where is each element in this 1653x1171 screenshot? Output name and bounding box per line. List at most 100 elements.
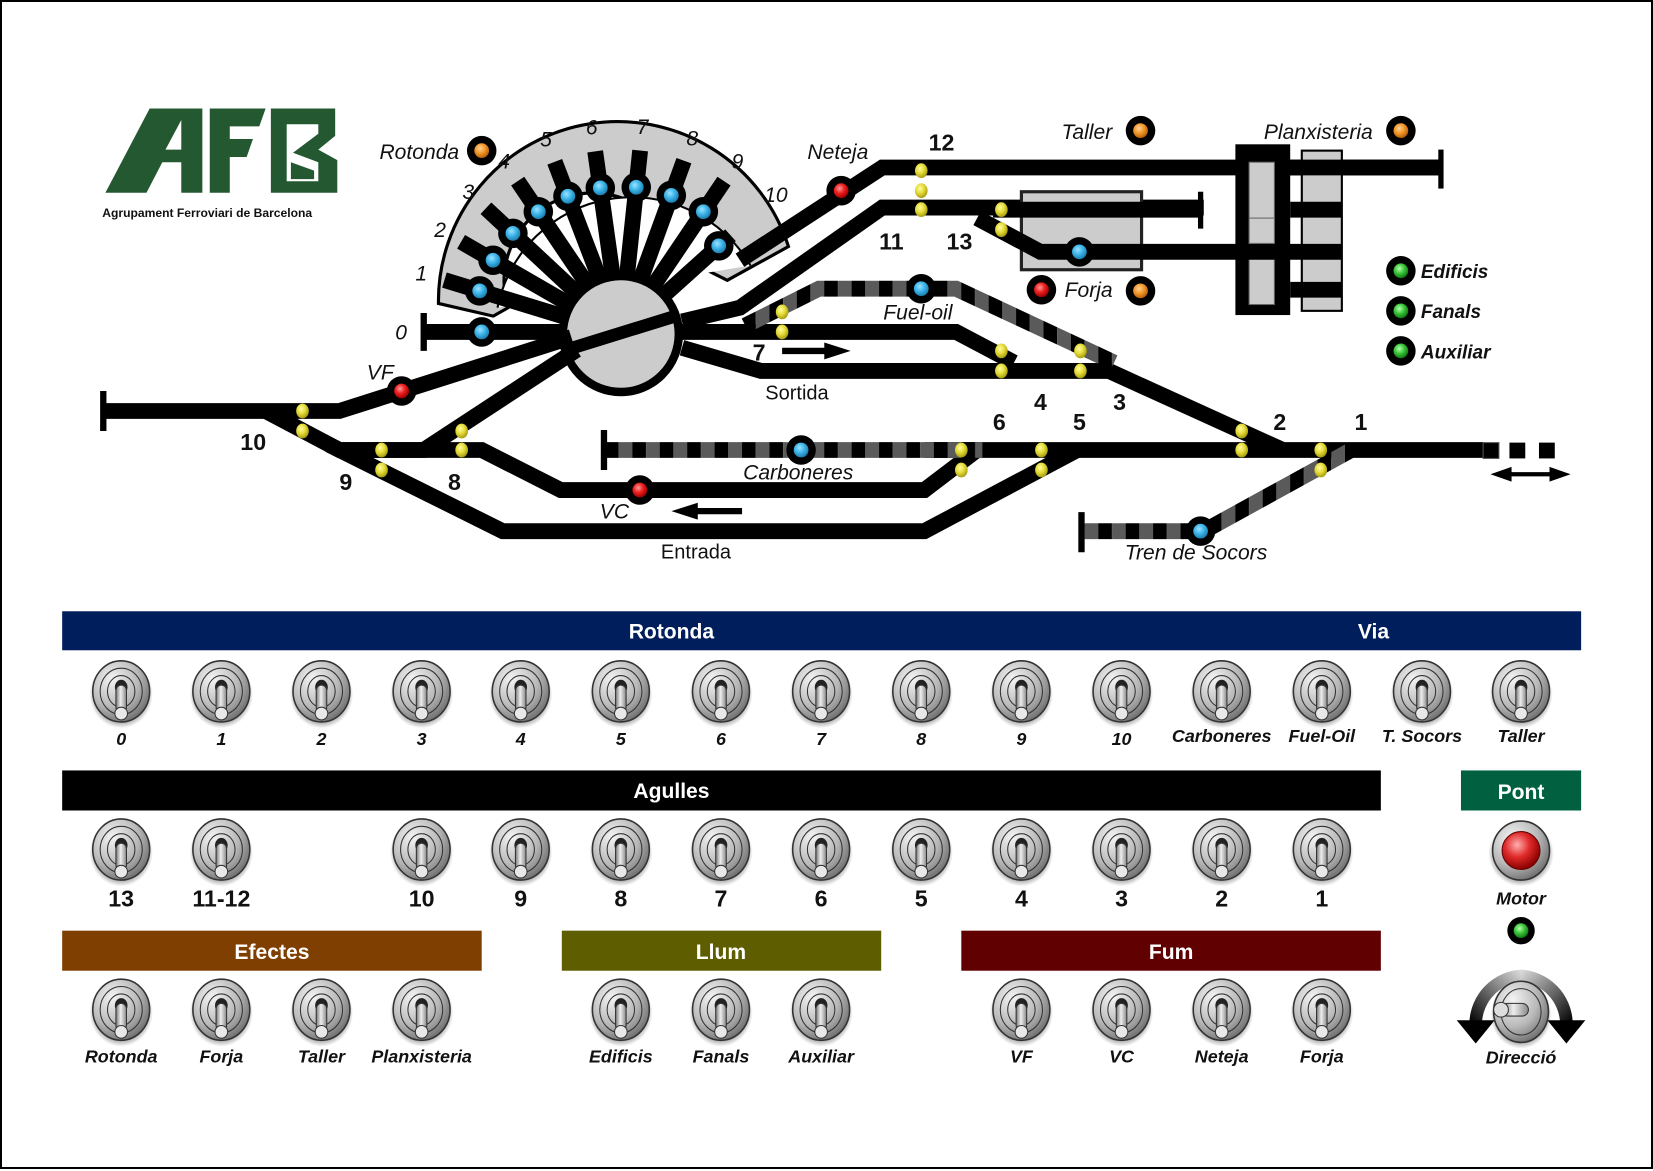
roundhouse-track-number-2: 2 bbox=[433, 219, 446, 242]
legend-edificis: Edificis bbox=[1421, 262, 1488, 283]
efectes-switch-forja[interactable] bbox=[189, 978, 253, 1047]
efectes-switch-rotonda-label: Rotonda bbox=[85, 1046, 158, 1066]
smoke-light-forja bbox=[1026, 275, 1057, 305]
agulles-switch-2[interactable] bbox=[1190, 818, 1254, 887]
label-switch-10: 10 bbox=[240, 429, 266, 455]
switch-light-20 bbox=[914, 163, 928, 179]
agulles-switch-5[interactable] bbox=[889, 818, 953, 887]
llum-bar bbox=[561, 930, 882, 971]
spoke-light-7 bbox=[628, 179, 644, 195]
llum-switch-fanals[interactable] bbox=[689, 978, 753, 1047]
label-track-7: 7 bbox=[753, 339, 766, 365]
efectes-bar bbox=[62, 930, 482, 971]
agulles-switch-1-label: 1 bbox=[1315, 885, 1328, 911]
agulles-switch-13[interactable] bbox=[89, 818, 153, 887]
roundhouse-track-number-9: 9 bbox=[732, 150, 744, 173]
roundhouse-spoke-4 bbox=[511, 176, 595, 291]
legend-light-auxiliar bbox=[1386, 336, 1416, 366]
rotonda-switch-3[interactable] bbox=[389, 660, 454, 729]
agulles-switch-4[interactable] bbox=[989, 818, 1054, 887]
agulles-switch-9[interactable] bbox=[489, 818, 553, 887]
arrow-right-icon bbox=[782, 342, 851, 360]
agulles-switch-1[interactable] bbox=[1290, 818, 1354, 887]
efectes-switch-taller[interactable] bbox=[289, 978, 354, 1047]
agulles-switch-3[interactable] bbox=[1089, 818, 1154, 887]
motor-status-light bbox=[1507, 916, 1535, 945]
fum-switch-neteja[interactable] bbox=[1190, 978, 1254, 1047]
agulles-switch-8[interactable] bbox=[589, 818, 653, 887]
roundhouse-track-number-4: 4 bbox=[498, 150, 510, 173]
logo-subtitle: Agrupament Ferroviari de Barcelona bbox=[102, 206, 312, 220]
fum-switch-forja[interactable] bbox=[1290, 978, 1354, 1047]
agulles-switch-11-12[interactable] bbox=[189, 818, 253, 887]
label-switch-5: 5 bbox=[1073, 409, 1086, 435]
rotonda-switch-8[interactable] bbox=[889, 660, 953, 729]
llum-bar-title: Llum bbox=[696, 941, 746, 964]
label-switch-2: 2 bbox=[1273, 409, 1286, 435]
rotonda-switch-8-label: 8 bbox=[916, 729, 926, 749]
efectes-switch-rotonda[interactable] bbox=[89, 978, 153, 1047]
via-switch-fuel-oil[interactable] bbox=[1290, 660, 1354, 729]
direction-label: Direcció bbox=[1486, 1047, 1557, 1067]
roundhouse-spoke-3 bbox=[480, 202, 584, 301]
spoke-light-2 bbox=[485, 252, 501, 268]
track-light-fuel-oil bbox=[906, 273, 937, 304]
fum-switch-vc[interactable] bbox=[1089, 978, 1154, 1047]
legend-light-edificis bbox=[1386, 256, 1416, 286]
agulles-switch-7[interactable] bbox=[689, 818, 753, 887]
rotonda-bar-title: Rotonda bbox=[629, 621, 715, 644]
spoke-light-10 bbox=[711, 238, 727, 254]
via-switch-carboneres[interactable] bbox=[1190, 660, 1254, 729]
pont-bar-title: Pont bbox=[1498, 781, 1545, 804]
agulles-switch-6[interactable] bbox=[789, 818, 853, 887]
roundhouse-spoke-9 bbox=[646, 176, 731, 291]
fum-switch-neteja-label: Neteja bbox=[1195, 1046, 1249, 1066]
label-rotonda: Rotonda bbox=[379, 141, 459, 164]
effect-light-rotonda bbox=[466, 135, 497, 166]
track-light-tren-socors bbox=[1185, 516, 1216, 546]
agulles-switch-10[interactable] bbox=[389, 818, 454, 887]
switch-light-13 bbox=[954, 462, 968, 478]
rotonda-switch-0[interactable] bbox=[89, 660, 153, 729]
legend-light-fanals bbox=[1386, 296, 1416, 326]
label-switch-1: 1 bbox=[1354, 409, 1367, 435]
switch-light-15 bbox=[1035, 462, 1048, 478]
agulles-switch-5-label: 5 bbox=[915, 885, 928, 911]
rotonda-switch-1[interactable] bbox=[189, 660, 253, 729]
efectes-switch-planxisteria[interactable] bbox=[389, 978, 454, 1047]
via-switch-taller[interactable] bbox=[1489, 660, 1553, 729]
rotonda-switch-5[interactable] bbox=[589, 660, 653, 729]
spoke-light-6 bbox=[592, 180, 608, 196]
via-switch-t-socors[interactable] bbox=[1390, 660, 1454, 729]
fum-switch-vf[interactable] bbox=[989, 978, 1054, 1047]
llum-switch-auxiliar[interactable] bbox=[789, 978, 853, 1047]
rotonda-switch-9[interactable] bbox=[989, 660, 1054, 729]
switch-light-18 bbox=[1314, 442, 1328, 458]
rotonda-switch-10[interactable] bbox=[1089, 660, 1154, 729]
motor-button[interactable] bbox=[1488, 820, 1554, 887]
direction-arrows-icon bbox=[1456, 969, 1586, 1044]
agulles-bar bbox=[62, 770, 1381, 811]
track-sortida bbox=[679, 340, 1287, 458]
legend-auxiliar: Auxiliar bbox=[1420, 342, 1492, 363]
switch-light-7 bbox=[775, 324, 789, 340]
rotonda-switch-4[interactable] bbox=[489, 660, 553, 729]
efectes-switch-planxisteria-label: Planxisteria bbox=[371, 1046, 472, 1066]
track-main-left bbox=[103, 329, 574, 419]
effect-light-planxisteria bbox=[1386, 115, 1416, 146]
fum-switch-vc-label: VC bbox=[1109, 1046, 1135, 1066]
roundhouse-spoke-5 bbox=[547, 158, 608, 283]
llum-switch-edificis[interactable] bbox=[589, 978, 653, 1047]
rotonda-switch-2[interactable] bbox=[289, 660, 354, 729]
label-planxisteria: Planxisteria bbox=[1264, 121, 1373, 144]
direction-toggle[interactable] bbox=[1490, 980, 1552, 1049]
spoke-light-8 bbox=[663, 187, 679, 203]
rotonda-switch-2-label: 2 bbox=[315, 729, 326, 749]
rotonda-switch-6[interactable] bbox=[689, 660, 753, 729]
agulles-switch-3-label: 3 bbox=[1115, 885, 1128, 911]
rotonda-switch-7[interactable] bbox=[789, 660, 853, 729]
spoke-light-9 bbox=[695, 204, 711, 220]
via-switch-fuel-oil-label: Fuel-Oil bbox=[1288, 726, 1356, 746]
llum-switch-edificis-label: Edificis bbox=[589, 1046, 653, 1066]
